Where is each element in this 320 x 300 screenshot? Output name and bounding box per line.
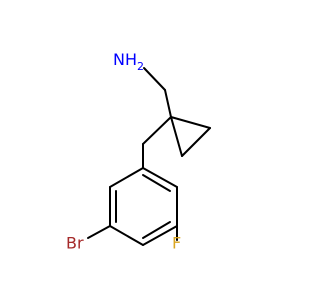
bond-cyclopropane-3	[170, 116, 183, 157]
bond-ring-double-inner-3	[142, 174, 171, 192]
bond-ring-c4-c5	[142, 225, 178, 246]
molecule-structure: NH2 Br F	[66, 50, 211, 253]
bond-ring-c1-c2	[109, 167, 144, 188]
bond-ring-c6-c1	[142, 167, 178, 188]
bond-quaternary-benzyl-ch2	[142, 116, 172, 145]
bond-n-ch2	[143, 67, 166, 91]
amine-label: NH2	[113, 50, 144, 73]
amine-label-main: NH	[113, 50, 137, 69]
bond-cyclopropane-2	[181, 127, 211, 157]
fluorine-label: F	[172, 234, 181, 253]
bond-cyclopropane-1	[170, 116, 211, 129]
bond-ring-bromine	[87, 225, 111, 239]
bromine-label: Br	[66, 234, 84, 253]
bond-ch2-quaternary	[164, 89, 172, 118]
amine-label-subscript: 2	[137, 60, 144, 73]
bond-ring-double-inner-2	[142, 221, 171, 239]
bond-ring-c3-c4	[109, 225, 144, 246]
